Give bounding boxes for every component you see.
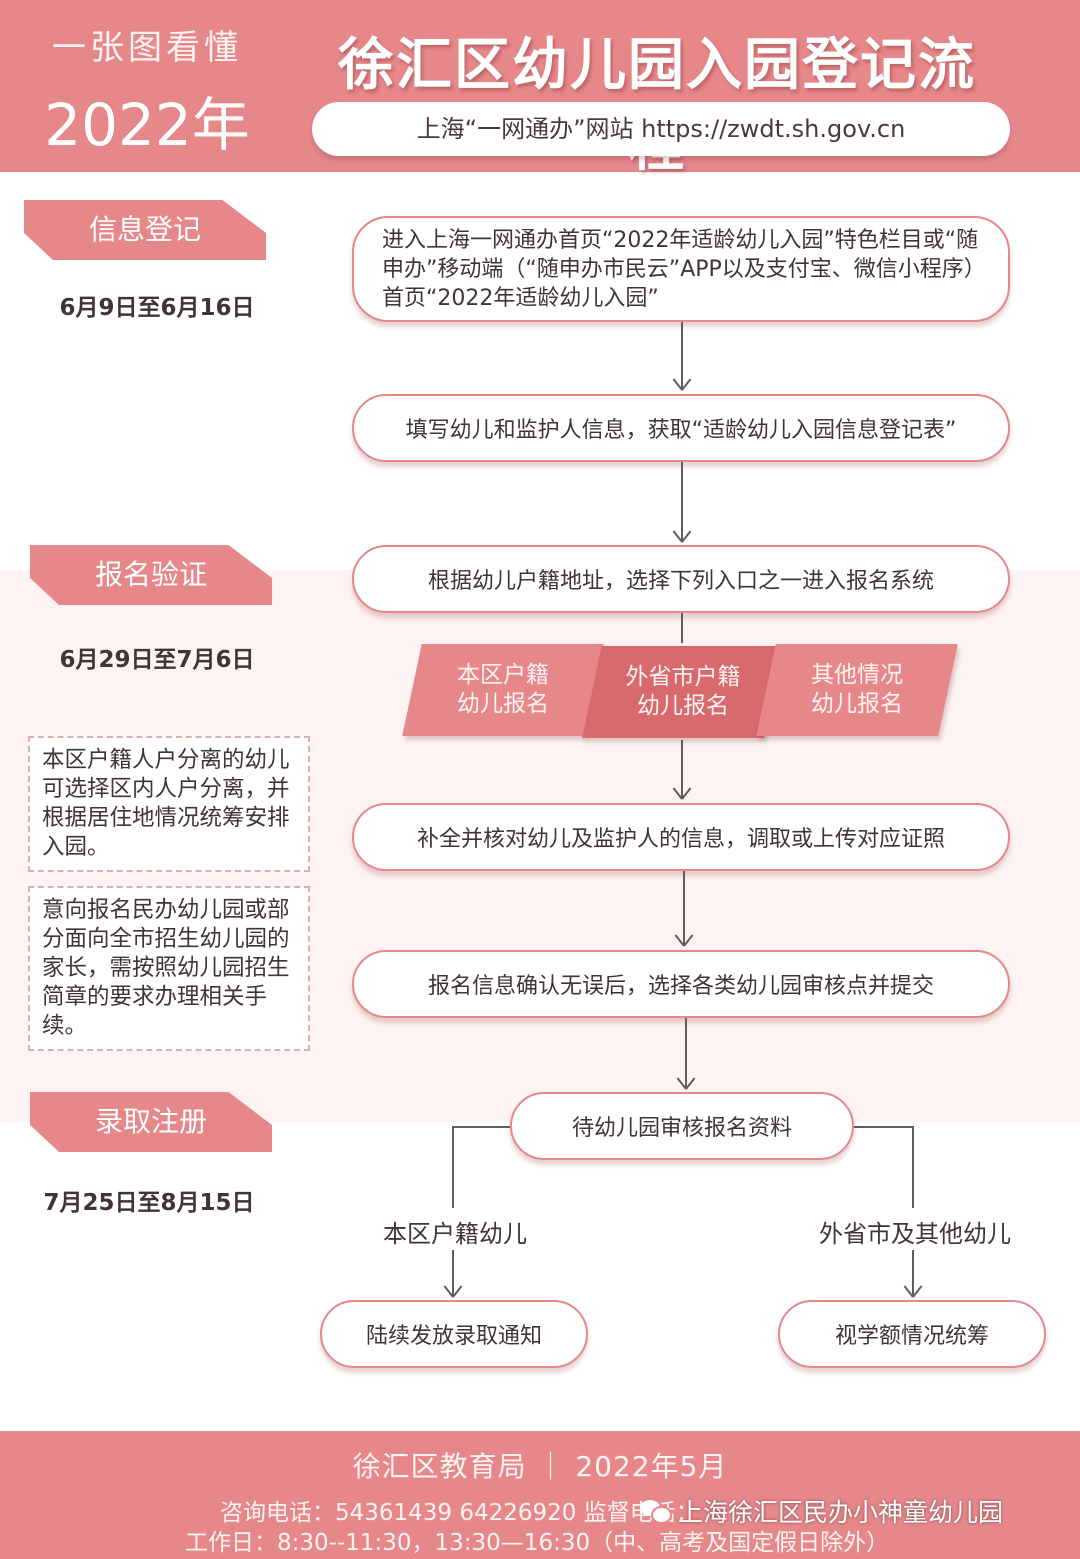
arrow-down-icon [674,787,690,799]
step-verify-documents: 补全并核对幼儿及监护人的信息，调取或上传对应证照 [352,803,1010,871]
branch-label-other: 外省市及其他幼儿 [819,1220,1011,1248]
step-enter-portal: 进入上海一网通办首页“2022年适龄幼儿入园”特色栏目或“随申办”移动端（“随申… [352,216,1010,322]
arrow-down-icon [905,1285,921,1297]
result-admission-notice: 陆续发放录取通知 [320,1300,588,1368]
step-await-review: 待幼儿园审核报名资料 [510,1092,854,1160]
footer-org-date: 徐汇区教育局 ｜ 2022年5月 [352,1450,728,1483]
header-year: 2022年 [44,91,250,159]
connector-4 [681,740,683,798]
arrow-down-icon [674,378,690,390]
arrow-down-icon [445,1285,461,1297]
branch-left-v [452,1126,454,1208]
wechat-icon [640,1498,672,1524]
footer-phone: 咨询电话：54361439 64226920 监督电话： [220,1500,699,1526]
arrow-down-icon [674,530,690,542]
connector-right [912,1250,914,1296]
connector-1 [681,322,683,390]
step-fill-info: 填写幼儿和监护人信息，获取“适龄幼儿入园信息登记表” [352,394,1010,462]
result-capacity-arrangement: 视学额情况统筹 [778,1300,1046,1368]
stage-tag-verification: 报名验证 [30,545,272,605]
connector-5 [683,871,685,945]
connector-6 [685,1018,687,1088]
entry-other-province-household[interactable]: 外省市户籍幼儿报名 [625,664,741,719]
stage-tag-registration: 信息登记 [24,200,266,260]
header-subtitle: 一张图看懂 [52,28,242,68]
branch-label-local: 本区户籍幼儿 [383,1220,527,1248]
stage-date-registration: 6月9日至6月16日 [59,295,255,321]
header-banner: 一张图看懂 2022年 徐汇区幼儿园入园登记流程 上海“一网通办”网站 http… [0,0,1080,179]
note-private-kindergarten: 意向报名民办幼儿园或部分面向全市招生幼儿园的家长，需按照幼儿园招生简章的要求办理… [28,886,310,1051]
watermark: 上海徐汇区民办小神童幼儿园 [640,1493,1003,1529]
step-submit-application: 报名信息确认无误后，选择各类幼儿园审核点并提交 [352,950,1010,1018]
step-choose-entry: 根据幼儿户籍地址，选择下列入口之一进入报名系统 [352,545,1010,613]
footer-hours: 工作日：8:30--11:30，13:30—16:30（中、高考及国定假日除外） [185,1530,890,1556]
connector-left [452,1250,454,1296]
branch-left-h [452,1126,510,1128]
connector-3 [681,613,683,643]
connector-2 [681,462,683,542]
stage-date-verification: 6月29日至7月6日 [59,647,255,673]
stage-date-admission: 7月25日至8月15日 [43,1190,255,1216]
entry-local-household[interactable]: 本区户籍幼儿报名 [457,662,549,717]
stage-tag-admission: 录取注册 [30,1092,272,1152]
note-household-separation: 本区户籍人户分离的幼儿可选择区内人户分离，并根据居住地情况统筹安排入园。 [28,736,310,872]
footer: 徐汇区教育局 ｜ 2022年5月 咨询电话：54361439 64226920 … [0,1431,1080,1559]
arrow-down-icon [678,1077,694,1089]
page-title: 徐汇区幼儿园入园登记流程 [338,33,976,179]
website-link[interactable]: 上海“一网通办”网站 https://zwdt.sh.gov.cn [312,102,1010,156]
branch-right-h [854,1126,914,1128]
branch-right-v [912,1126,914,1208]
arrow-down-icon [676,934,692,946]
watermark-text: 上海徐汇区民办小神童幼儿园 [678,1498,1004,1527]
entry-other-cases[interactable]: 其他情况幼儿报名 [811,662,903,717]
